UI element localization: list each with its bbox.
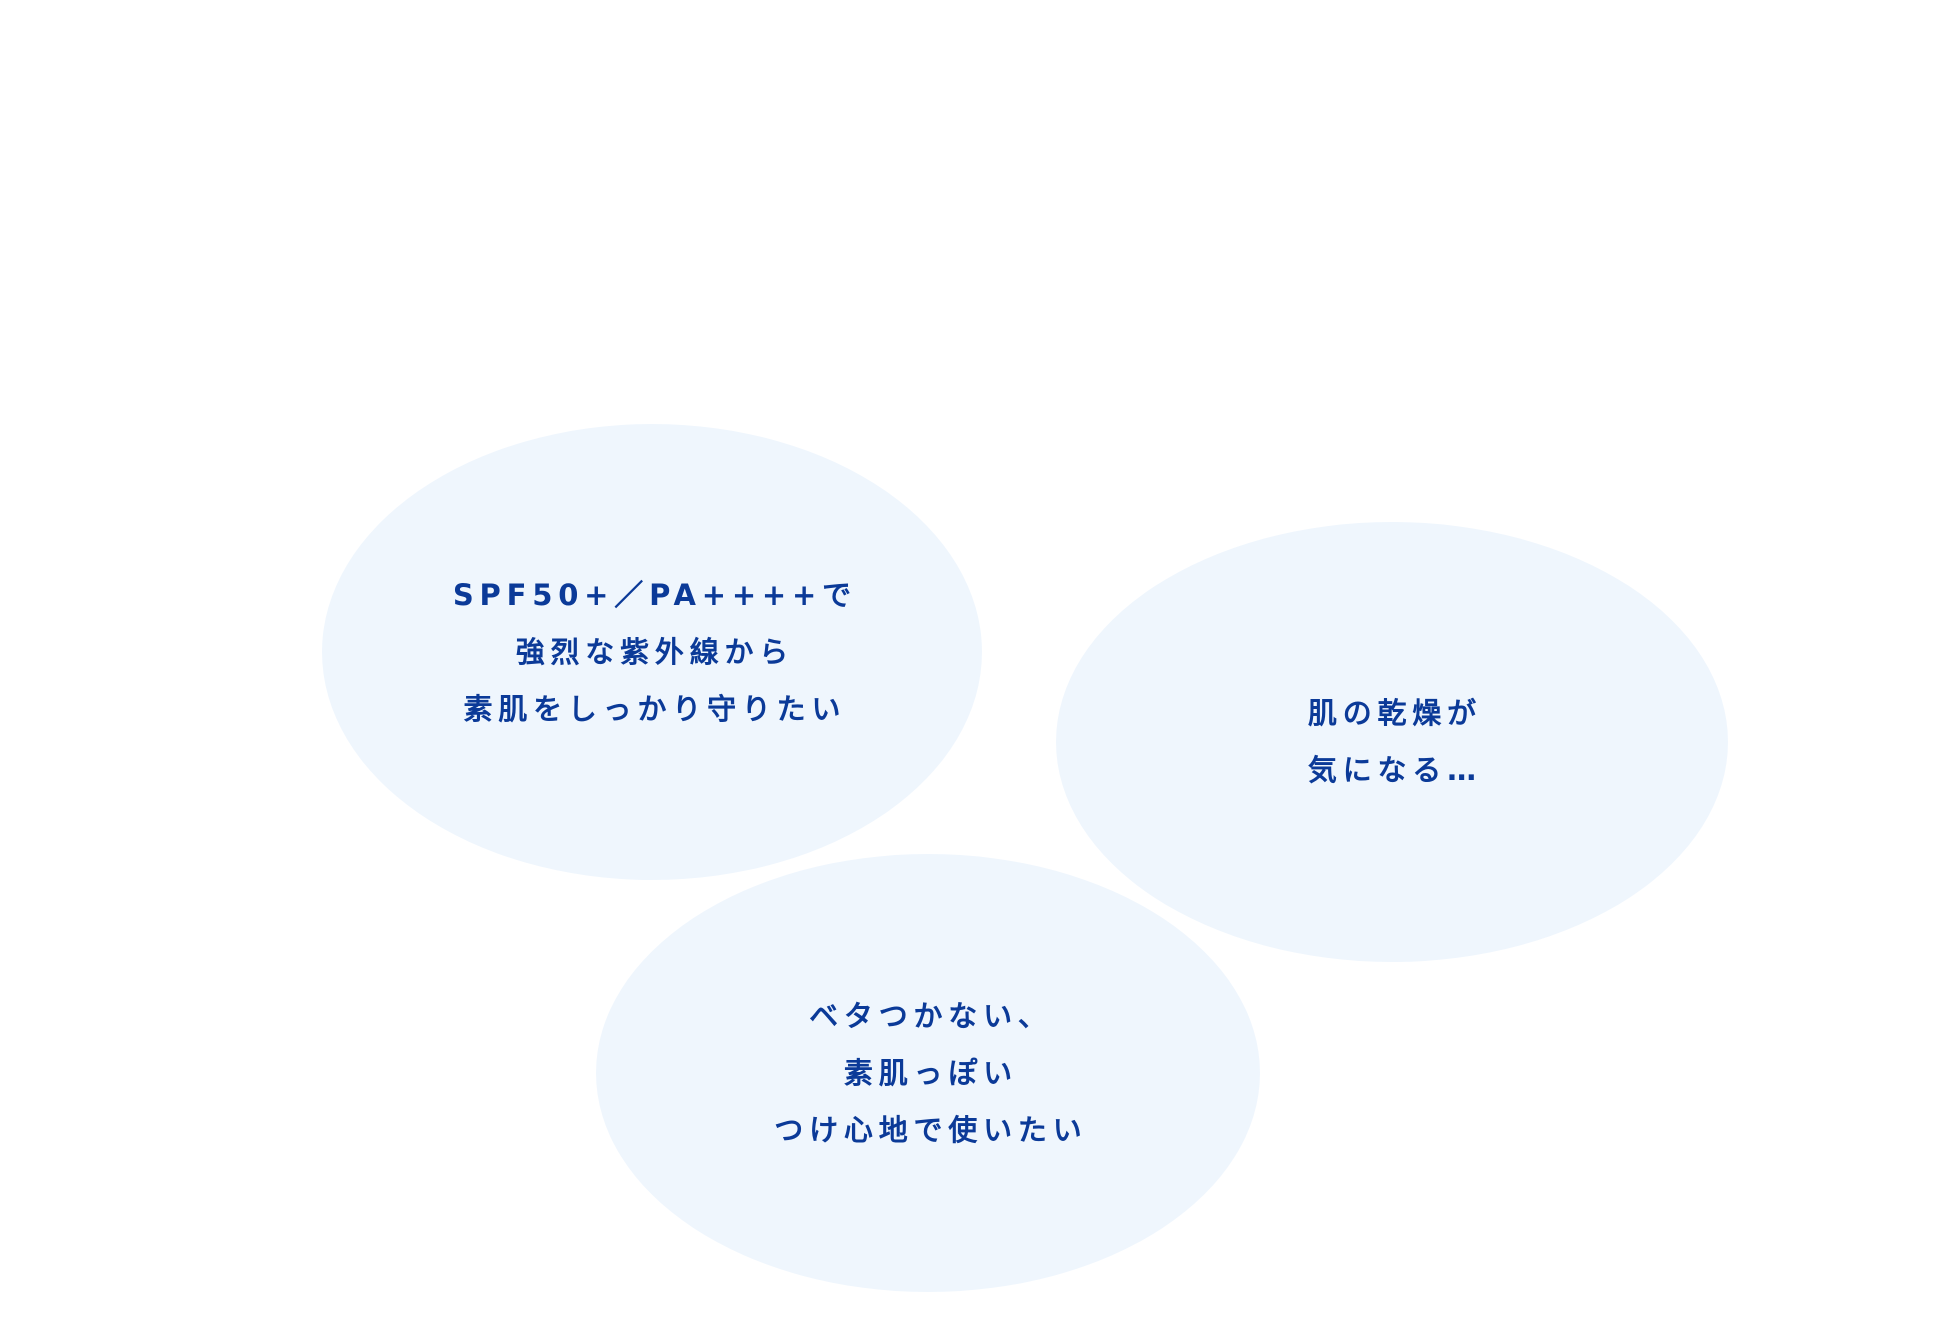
bubble-background [322,424,982,880]
bubble-background [1056,522,1728,962]
bubble-text-line: 素肌をしっかり守りたい [463,691,847,726]
bubble-text-line: 肌の乾燥が [1307,696,1482,730]
bubble-text-line: 気になる… [1307,753,1482,787]
concern-bubble-dryness: 肌の乾燥が 気になる… [1056,522,1728,962]
bubble-text-line: SPF50+／PA++++で [452,577,857,612]
concern-bubble-texture: ベタつかない、 素肌っぽい つけ心地で使いたい [596,854,1260,1292]
bubble-background [596,854,1260,1292]
bubble-text: SPF50+／PA++++で 強烈な紫外線から 素肌をしっかり守りたい [453,567,857,738]
bubble-text-line: ベタつかない、 [809,998,1053,1033]
concern-bubble-uv-protection: SPF50+／PA++++で 強烈な紫外線から 素肌をしっかり守りたい [322,424,982,880]
bubble-text: ベタつかない、 素肌っぽい つけ心地で使いたい [774,988,1087,1159]
bubble-text-line: 強烈な紫外線から [515,634,795,669]
bubble-text-line: つけ心地で使いたい [774,1112,1088,1147]
bubble-text-line: 素肌っぽい [843,1055,1018,1090]
bubble-text: 肌の乾燥が 気になる… [1308,685,1482,799]
